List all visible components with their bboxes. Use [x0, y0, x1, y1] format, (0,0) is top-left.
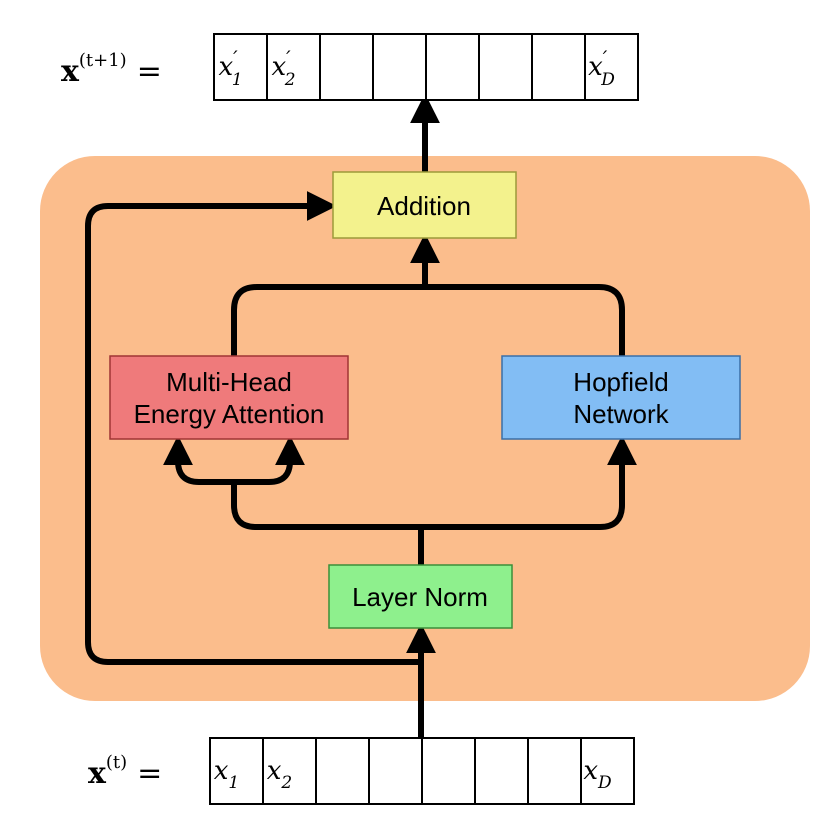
- input-vector-cells: x1 x2 xD: [209, 737, 635, 805]
- output-vector-equals: =: [137, 54, 162, 89]
- output-vector-cell: [478, 33, 533, 101]
- layer-norm-label: Layer Norm: [352, 582, 488, 612]
- output-vector-cell: [584, 33, 639, 101]
- attention-right-input-arrow: [231, 435, 305, 485]
- output-vector-label: x(t+1) =: [61, 50, 162, 89]
- output-vector-cell-label: x′2: [271, 46, 295, 90]
- hopfield-box: [501, 355, 741, 440]
- input-vector-superscript: (t): [106, 752, 127, 773]
- input-vector-cell: [209, 737, 264, 805]
- addition-block: Addition: [332, 171, 517, 239]
- input-vector-cell-label: xD: [583, 756, 612, 793]
- layer-norm-box: [328, 564, 513, 629]
- output-vector-cell: [266, 33, 321, 101]
- input-vector-cell: [368, 737, 423, 805]
- input-vector: x(t) = x1 x2 xD: [88, 737, 635, 805]
- input-vector-cell: [527, 737, 582, 805]
- attention-left-input-arrow: [163, 435, 237, 485]
- output-vector-cell-label: x′D: [588, 46, 615, 90]
- output-vector-superscript: (t+1): [79, 50, 127, 71]
- input-vector-equals: =: [137, 756, 162, 791]
- output-vector-cell: [531, 33, 586, 101]
- output-vector-symbol: x: [61, 54, 80, 89]
- input-vector-cell-label: x1: [214, 756, 240, 793]
- layer-norm-block: Layer Norm: [328, 564, 513, 629]
- hopfield-label-line2: Network: [573, 399, 669, 429]
- output-vector-cell: [372, 33, 427, 101]
- output-vector-cell-label: x′1: [218, 46, 242, 90]
- hopfield-label-line1: Hopfield: [573, 367, 668, 397]
- input-vector-cell-label: x2: [267, 756, 293, 793]
- output-vector-cell: [319, 33, 374, 101]
- input-vector-label: x(t) =: [88, 752, 162, 791]
- input-vector-cell: [474, 737, 529, 805]
- hopfield-block: Hopfield Network: [501, 355, 741, 440]
- attention-label-line2: Energy Attention: [134, 399, 325, 429]
- attention-label-line1: Multi-Head: [166, 367, 292, 397]
- input-vector-cell: [421, 737, 476, 805]
- split-to-attention-line: [231, 479, 424, 530]
- residual-connection-arrow: [85, 191, 424, 665]
- attention-box: [109, 355, 349, 440]
- attention-block: Multi-Head Energy Attention: [109, 355, 349, 440]
- attention-output-line: [231, 284, 428, 358]
- addition-label: Addition: [377, 191, 471, 221]
- input-vector-cell: [315, 737, 370, 805]
- addition-box: [332, 171, 517, 239]
- output-vector-cell: [425, 33, 480, 101]
- input-vector-cell: [580, 737, 635, 805]
- hopfield-output-line: [422, 284, 625, 358]
- output-vector-cells: x′1 x′2 x′D: [213, 33, 639, 101]
- split-to-hopfield-arrow: [418, 435, 637, 530]
- input-vector-symbol: x: [88, 756, 107, 791]
- output-vector: x(t+1) = x′1 x′2 x′D: [61, 33, 639, 101]
